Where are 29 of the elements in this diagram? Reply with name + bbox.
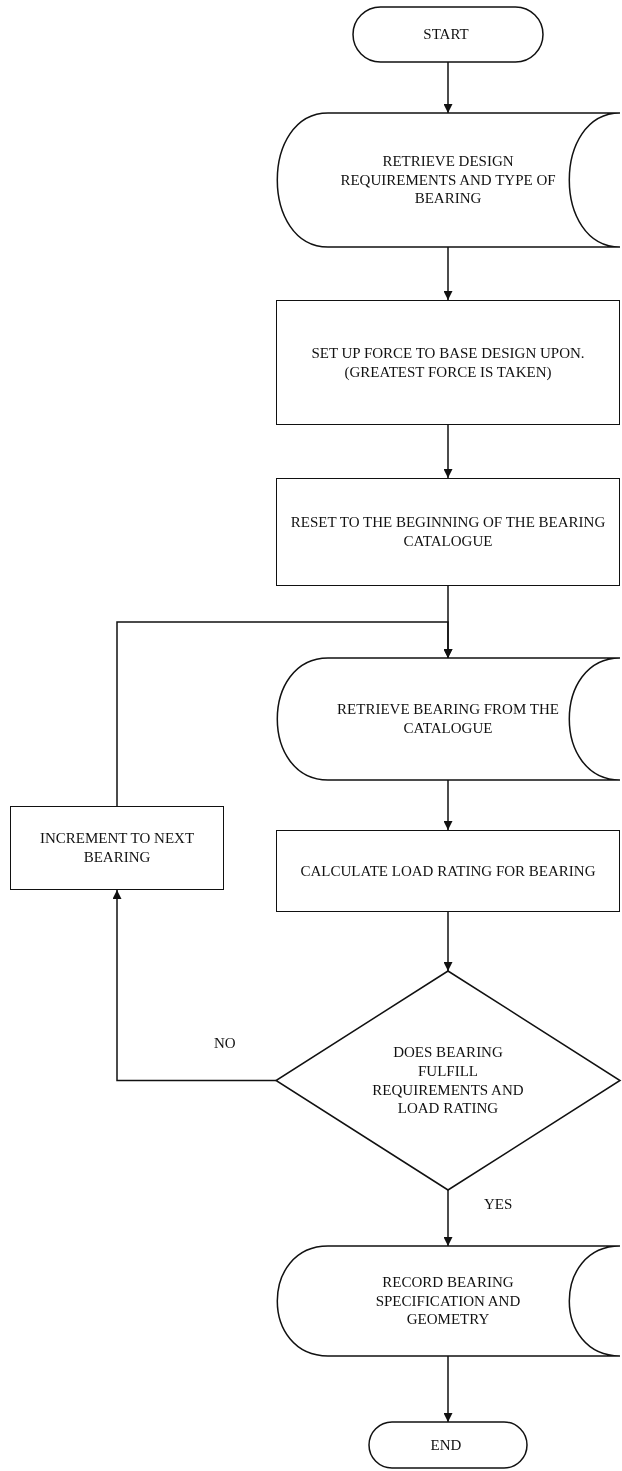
process-box — [276, 478, 620, 586]
arrow — [116, 621, 453, 807]
arrow — [443, 779, 453, 831]
arrow — [443, 424, 453, 479]
terminator-shape — [369, 1422, 527, 1468]
step-text: RETRIEVE BEARING FROM THE CATALOGUE — [336, 700, 560, 738]
decision-diamond — [276, 971, 620, 1190]
step-text: START — [423, 25, 469, 44]
step-text: CALCULATE LOAD RATING FOR BEARING — [300, 861, 596, 881]
step-text: END — [430, 1435, 462, 1455]
arrow — [443, 911, 453, 972]
stored-data-shape — [276, 113, 620, 247]
arrow — [443, 246, 453, 301]
terminator-shape — [353, 7, 543, 62]
step-text: SET UP FORCE TO BASE DESIGN UPON. (GREATEST FORCE IS TAKEN) — [310, 343, 586, 382]
step-text: RETRIEVE DESIGN REQUIREMENTS AND TYPE OF BEARING — [339, 151, 557, 209]
process-box — [276, 300, 620, 425]
step-text: INCREMENT TO NEXT BEARING — [38, 829, 196, 867]
arrow — [443, 1189, 453, 1247]
arrow — [443, 1355, 453, 1423]
stored-data-shape — [276, 1246, 620, 1356]
arrow — [112, 889, 277, 1082]
arrow — [443, 61, 453, 114]
process-box — [10, 806, 224, 890]
step-text: RECORD BEARING SPECIFICATION AND GEOMETRY — [374, 1272, 522, 1330]
step-text: DOES BEARING FULFILL REQUIREMENTS AND LOAD RATING — [371, 1043, 525, 1118]
process-box — [276, 830, 620, 912]
step-text: RESET TO THE BEGINNING OF THE BEARING CATALOGUE — [289, 513, 607, 551]
stored-data-shape — [276, 658, 620, 780]
